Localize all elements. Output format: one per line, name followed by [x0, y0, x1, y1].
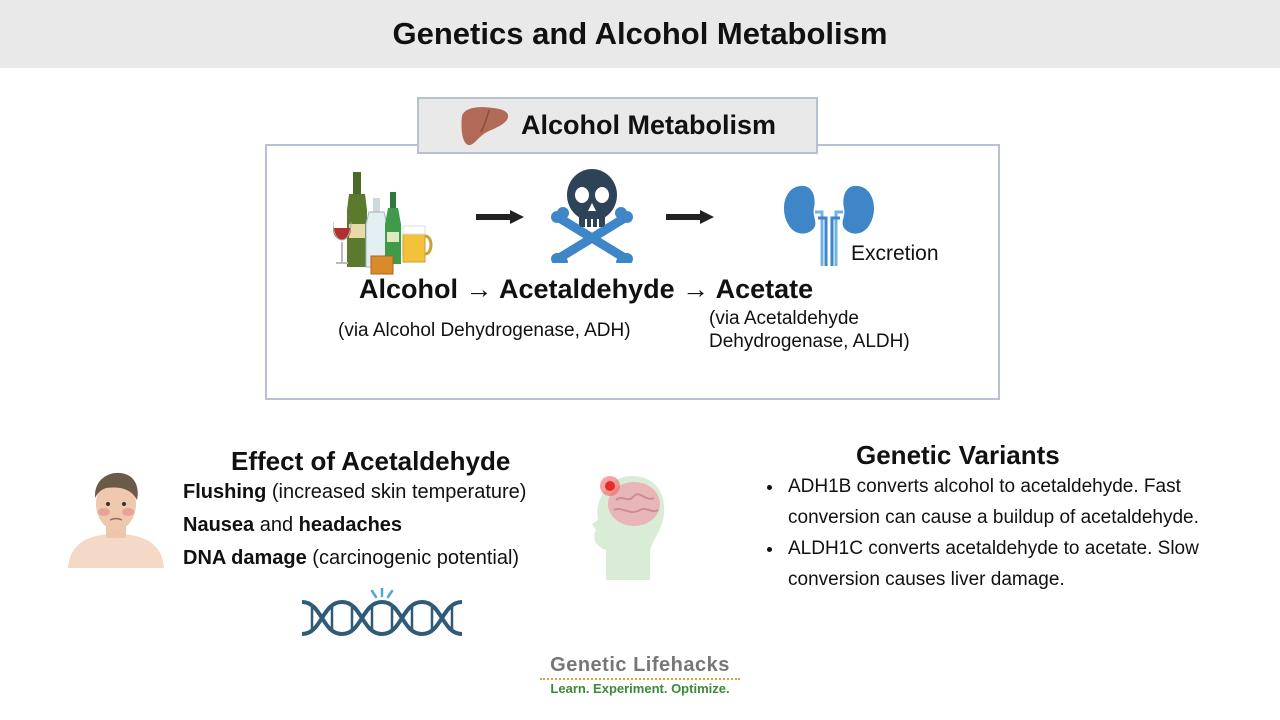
effects-title: Effect of Acetaldehyde	[231, 446, 511, 476]
excretion-label: Excretion	[851, 242, 939, 265]
effect-item-bold: Nausea	[183, 514, 255, 536]
title-bar: Genetics and Alcohol Metabolism	[0, 0, 1280, 68]
effect-item-bold: headaches	[298, 514, 403, 536]
brand-logo: Genetic Lifehacks Learn. Experiment. Opt…	[520, 654, 760, 696]
brain-headache-icon	[592, 476, 665, 580]
list-item: ALDH1C converts acetaldehyde to acetate.…	[784, 533, 1234, 595]
effect-item-text: (increased skin temperature)	[266, 481, 527, 503]
reaction-arrow: →	[682, 274, 710, 304]
adh-note: (via Alcohol Dehydrogenase, ADH)	[338, 320, 631, 341]
alcohol-label: Alcohol	[359, 274, 458, 304]
effect-item-text: and	[254, 514, 299, 536]
metabolism-header: Alcohol Metabolism	[417, 97, 818, 154]
effect-item: Nausea and headaches	[183, 514, 402, 537]
effect-item-text: (carcinogenic potential)	[306, 547, 520, 569]
reaction-equation: Alcohol → Acetaldehyde → Acetate	[359, 274, 813, 305]
flushing-person-icon	[68, 472, 164, 568]
variants-title: Genetic Variants	[856, 440, 1060, 470]
metabolism-title: Alcohol Metabolism	[520, 110, 777, 140]
reaction-arrow: →	[465, 274, 493, 304]
effect-item-bold: Flushing	[183, 481, 267, 503]
variants-list: ADH1B converts alcohol to acetaldehyde. …	[762, 471, 1234, 595]
brand-divider	[540, 678, 740, 680]
arrow-icon	[476, 210, 524, 224]
page-title: Genetics and Alcohol Metabolism	[392, 16, 888, 51]
effect-item-bold: DNA damage	[183, 547, 307, 569]
dna-icon	[301, 588, 463, 637]
kidneys-icon	[784, 185, 874, 266]
acetate-label: Acetate	[715, 274, 814, 304]
list-item: ADH1B converts alcohol to acetaldehyde. …	[784, 471, 1234, 533]
skull-crossbones-icon	[551, 169, 633, 263]
alcohol-bottles-icon	[333, 172, 433, 275]
effect-item: DNA damage (carcinogenic potential)	[183, 547, 519, 570]
arrow-icon	[666, 210, 714, 224]
brand-name: Genetic Lifehacks	[550, 654, 730, 676]
brand-tagline: Learn. Experiment. Optimize.	[550, 681, 730, 696]
effect-item: Flushing (increased skin temperature)	[183, 481, 526, 504]
variants-list-container: ADH1B converts alcohol to acetaldehyde. …	[762, 471, 1234, 595]
aldh-note-line2: Dehydrogenase, ALDH)	[709, 331, 910, 352]
acetaldehyde-label: Acetaldehyde	[499, 274, 675, 304]
liver-icon	[461, 106, 509, 145]
aldh-note-line1: (via Acetaldehyde	[709, 308, 859, 329]
